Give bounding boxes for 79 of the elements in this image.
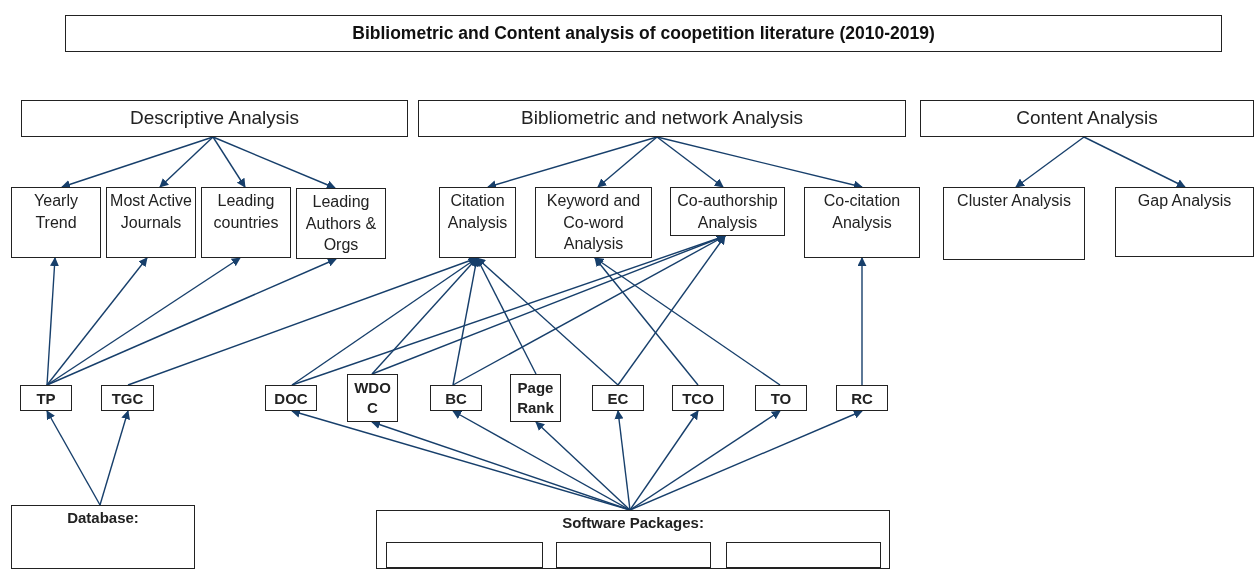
box-label: Yearly Trend — [33, 191, 79, 233]
box-label: TO — [769, 389, 793, 409]
box-label: Database: — [66, 508, 140, 528]
box-label: Citation Analysis — [446, 191, 509, 233]
box-label: TP — [35, 389, 57, 409]
box-label: Gap Analysis — [1136, 191, 1233, 211]
metric-box — [510, 374, 561, 422]
arrow — [46, 257, 59, 386]
metric-box — [11, 187, 101, 258]
metric-box — [535, 187, 652, 258]
arrow — [656, 136, 724, 188]
category-box — [418, 100, 906, 137]
box-label: TCO — [681, 389, 715, 409]
box-label: WDOC — [353, 378, 392, 417]
arrow — [452, 257, 480, 386]
metric-box — [265, 385, 317, 411]
metric-box — [592, 385, 644, 411]
box-label: BC — [444, 389, 468, 409]
box-label: Cluster Analysis — [956, 191, 1072, 211]
arrow — [212, 136, 336, 190]
box-label: Descriptive Analysis — [129, 106, 300, 130]
box-label: TGC — [110, 389, 145, 409]
arrow — [159, 136, 214, 188]
arrow — [487, 136, 658, 189]
box-label: Keyword and Co-word Analysis — [545, 191, 642, 255]
box-label: DOC — [273, 389, 309, 409]
metric-box — [20, 385, 72, 411]
arrow — [46, 257, 148, 386]
category-box — [920, 100, 1254, 137]
empty-box — [386, 542, 543, 568]
source-box — [376, 510, 890, 569]
box-label: Co-authorship Analysis — [676, 191, 779, 233]
metric-box — [755, 385, 807, 411]
arrow — [594, 257, 699, 386]
box-label: Co-citation Analysis — [822, 191, 902, 233]
metric-box — [804, 187, 920, 258]
box-label: Bibliometric and network Analysis — [520, 106, 804, 130]
box-label: Most Active Journals — [109, 191, 193, 233]
metric-box — [943, 187, 1085, 260]
arrow — [614, 410, 631, 511]
arrow — [46, 257, 241, 386]
metric-box — [439, 187, 516, 258]
box-label: Leading Authors & Orgs — [304, 192, 378, 256]
metric-box — [347, 374, 398, 422]
empty-box — [726, 542, 881, 568]
arrow — [1083, 136, 1186, 188]
arrow — [857, 257, 867, 386]
metric-box — [101, 385, 154, 411]
category-box — [21, 100, 408, 137]
arrow — [61, 136, 214, 189]
box-label: RC — [850, 389, 874, 409]
source-box — [11, 505, 195, 569]
metric-box — [1115, 187, 1254, 257]
metric-box — [430, 385, 482, 411]
arrow — [629, 410, 781, 511]
metric-box — [670, 187, 785, 236]
arrow — [629, 410, 699, 511]
title-box: Bibliometric and Content analysis of coopetition literature (2010-2019) — [65, 15, 1222, 52]
metric-box — [672, 385, 724, 411]
box-label: EC — [606, 389, 630, 409]
empty-box — [556, 542, 711, 568]
arrow — [99, 410, 130, 506]
arrow — [597, 136, 658, 188]
box-label: Software Packages: — [561, 513, 705, 533]
box-label: Content Analysis — [1015, 106, 1159, 130]
metric-box — [106, 187, 196, 258]
arrow — [46, 410, 101, 506]
arrow — [212, 136, 246, 188]
arrow — [617, 235, 726, 386]
metric-box — [296, 188, 386, 259]
box-label: Page Rank — [516, 378, 555, 417]
arrow — [629, 410, 863, 511]
arrow — [46, 258, 337, 386]
arrow — [476, 257, 619, 386]
metric-box — [201, 187, 291, 258]
arrow — [535, 421, 631, 511]
arrow — [1015, 136, 1085, 188]
metric-box — [836, 385, 888, 411]
box-label: Leading countries — [212, 191, 280, 233]
